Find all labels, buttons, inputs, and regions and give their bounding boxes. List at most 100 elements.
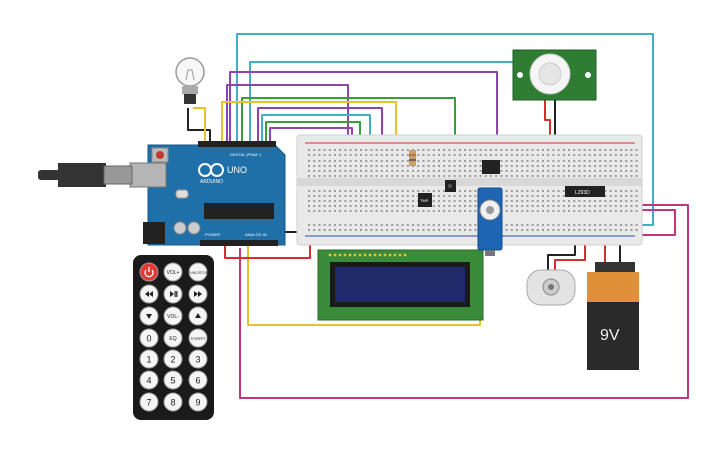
breadboard-hole[interactable] [521,149,524,151]
breadboard-hole[interactable] [609,224,612,226]
breadboard-hole[interactable] [536,170,539,172]
breadboard-hole[interactable] [453,195,456,197]
lcd-pin[interactable] [383,253,387,257]
breadboard-hole[interactable] [594,229,596,231]
breadboard-hole[interactable] [547,210,550,212]
breadboard-hole[interactable] [583,149,586,151]
breadboard-hole[interactable] [308,195,310,197]
breadboard-hole[interactable] [365,165,368,167]
breadboard-hole[interactable] [443,165,446,167]
breadboard-hole[interactable] [391,229,394,231]
breadboard-hole[interactable] [380,160,383,162]
breadboard-hole[interactable] [412,170,414,172]
breadboard-hole[interactable] [516,170,518,172]
breadboard-hole[interactable] [360,170,362,172]
digit-3-button[interactable]: 3 [188,349,208,369]
breadboard-hole[interactable] [588,149,591,151]
breadboard-hole[interactable] [516,175,518,177]
breadboard-hole[interactable] [479,165,482,167]
breadboard-hole[interactable] [438,170,440,172]
breadboard-hole[interactable] [427,175,430,177]
breadboard-hole[interactable] [448,205,451,207]
breadboard-hole[interactable] [427,154,430,156]
breadboard-hole[interactable] [521,224,524,226]
breadboard-hole[interactable] [323,160,326,162]
breadboard-hole[interactable] [406,205,409,207]
breadboard-hole[interactable] [469,229,472,231]
breadboard-hole[interactable] [484,149,487,151]
breadboard-hole[interactable] [609,160,612,162]
breadboard-hole[interactable] [412,205,414,207]
breadboard-hole[interactable] [547,160,550,162]
eq-button[interactable]: EQ [163,328,183,348]
breadboard-hole[interactable] [568,175,570,177]
breadboard-hole[interactable] [531,149,534,151]
breadboard-hole[interactable] [349,165,352,167]
breadboard-hole[interactable] [422,190,425,192]
wire-yellow-bulb[interactable] [193,107,206,145]
breadboard-hole[interactable] [339,224,342,226]
breadboard-hole[interactable] [375,154,378,156]
breadboard-hole[interactable] [510,170,513,172]
breadboard-hole[interactable] [469,200,472,202]
breadboard-hole[interactable] [469,210,472,212]
breadboard-hole[interactable] [562,229,565,231]
breadboard-hole[interactable] [344,154,347,156]
breadboard-hole[interactable] [490,175,492,177]
breadboard-hole[interactable] [370,229,373,231]
battery-9v[interactable]: 9V [587,262,639,370]
breadboard-hole[interactable] [380,224,383,226]
breadboard-hole[interactable] [464,205,466,207]
breadboard-hole[interactable] [432,160,435,162]
breadboard-hole[interactable] [464,175,466,177]
breadboard-hole[interactable] [516,195,518,197]
breadboard-hole[interactable] [469,175,472,177]
lcd-pin[interactable] [358,253,362,257]
breadboard-hole[interactable] [583,175,586,177]
breadboard-hole[interactable] [386,160,388,162]
breadboard-hole[interactable] [568,170,570,172]
breadboard-hole[interactable] [313,149,316,151]
breadboard-hole[interactable] [609,190,612,192]
breadboard-hole[interactable] [448,224,451,226]
breadboard-hole[interactable] [396,190,399,192]
breadboard-hole[interactable] [536,229,539,231]
breadboard-hole[interactable] [370,149,373,151]
breadboard-hole[interactable] [464,195,466,197]
breadboard-hole[interactable] [578,154,581,156]
breadboard-hole[interactable] [536,200,539,202]
breadboard-hole[interactable] [469,170,472,172]
breadboard-hole[interactable] [443,160,446,162]
breadboard-hole[interactable] [614,210,617,212]
breadboard-hole[interactable] [386,190,388,192]
breadboard-hole[interactable] [588,175,591,177]
breadboard-hole[interactable] [323,210,326,212]
breadboard-hole[interactable] [328,210,331,212]
breadboard-hole[interactable] [464,190,466,192]
breadboard-hole[interactable] [625,149,628,151]
breadboard-hole[interactable] [536,224,539,226]
lcd-pin[interactable] [368,253,372,257]
breadboard-hole[interactable] [635,205,638,207]
breadboard-hole[interactable] [432,224,435,226]
breadboard-hole[interactable] [604,165,607,167]
breadboard-hole[interactable] [568,149,570,151]
breadboard-hole[interactable] [386,170,388,172]
breadboard-hole[interactable] [594,205,596,207]
breadboard-hole[interactable] [536,190,539,192]
breadboard-hole[interactable] [568,229,570,231]
breadboard-hole[interactable] [334,149,336,151]
breadboard-hole[interactable] [360,229,362,231]
breadboard-hole[interactable] [604,205,607,207]
breadboard-hole[interactable] [458,229,461,231]
breadboard-hole[interactable] [469,160,472,162]
breadboard-hole[interactable] [583,165,586,167]
breadboard-hole[interactable] [474,165,477,167]
breadboard-hole[interactable] [365,195,368,197]
breadboard-hole[interactable] [510,224,513,226]
breadboard-hole[interactable] [334,175,336,177]
breadboard-hole[interactable] [339,200,342,202]
breadboard-hole[interactable] [542,190,544,192]
breadboard-hole[interactable] [521,205,524,207]
breadboard-hole[interactable] [635,190,638,192]
